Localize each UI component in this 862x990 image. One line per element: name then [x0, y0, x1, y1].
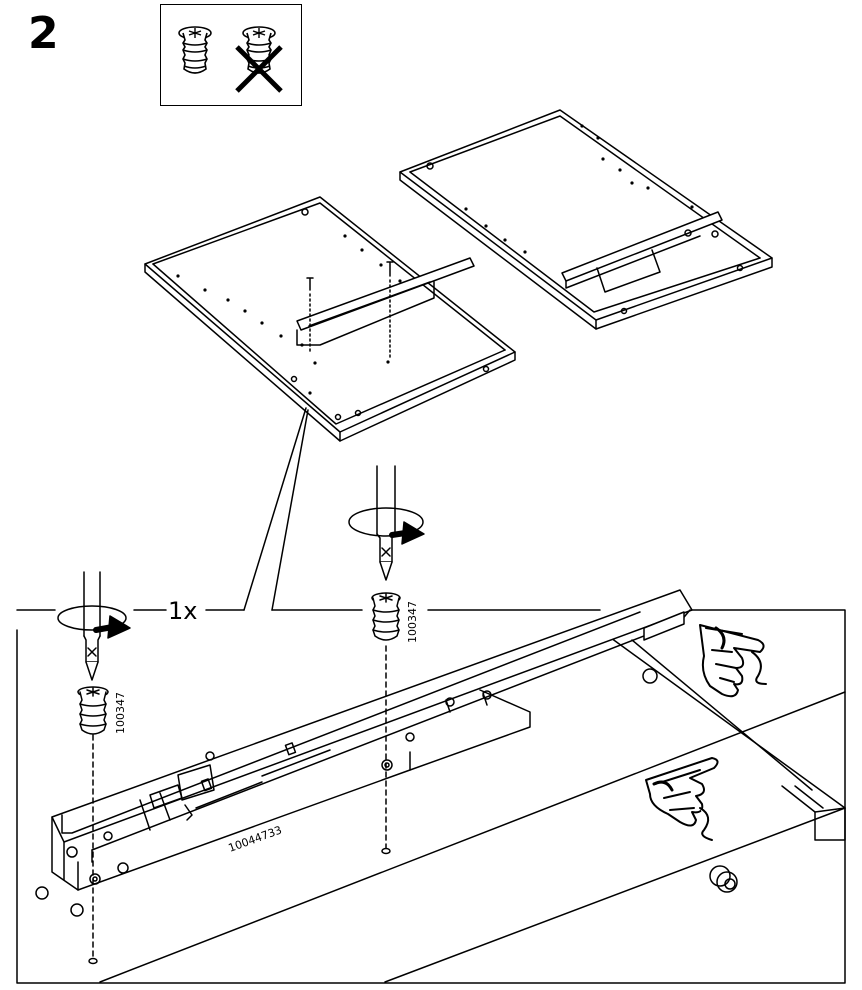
- pointing-hand-icon: [700, 625, 766, 696]
- panel-knob: [710, 866, 737, 892]
- screwdriver-icon: [377, 466, 395, 580]
- screw-left-part-number: 100347: [114, 692, 127, 734]
- rotate-arrow-icon: [58, 606, 130, 638]
- screw-left-icon: [78, 687, 108, 734]
- rotate-arrow-icon: [349, 508, 424, 544]
- quantity-label: 1x: [168, 597, 197, 625]
- pointing-hand-icon: [646, 758, 718, 840]
- left-panel: [145, 197, 515, 441]
- screw-right-icon: [372, 593, 400, 640]
- right-panel: [400, 110, 772, 329]
- screwdriver-icon: [84, 572, 100, 680]
- screw-right-part-number: 100347: [406, 601, 419, 643]
- rail-part-number: 10044733: [227, 823, 284, 854]
- drawer-rail: [52, 590, 692, 890]
